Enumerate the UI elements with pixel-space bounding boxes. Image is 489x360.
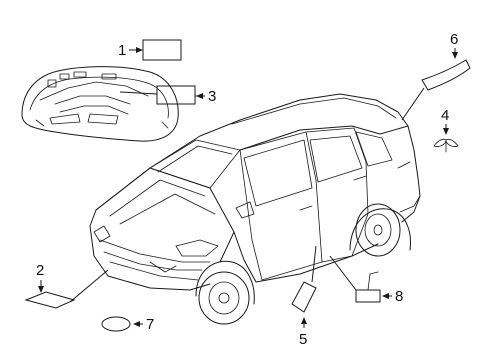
part-8-leader (329, 255, 357, 291)
callout-6-number: 6 (450, 31, 458, 48)
callout-6: 6 (450, 31, 458, 59)
callout-7: 7 (133, 316, 154, 333)
callout-8: 8 (382, 288, 403, 305)
vehicle-illustration (89, 93, 421, 325)
part-2-leader (69, 269, 109, 303)
hood-panel (21, 66, 179, 142)
callout-5: 5 (299, 317, 307, 348)
part-8-label-sheet (355, 271, 381, 303)
part-5-leader (311, 245, 317, 283)
part-2-label-sheet (24, 291, 76, 309)
callout-5-number: 5 (299, 331, 307, 348)
callout-3-number: 3 (208, 88, 216, 105)
part-1-label-sheet (142, 39, 182, 61)
callout-3: 3 (119, 88, 216, 105)
part-3-label-sheet (156, 85, 196, 105)
part-7-oval-label (101, 316, 131, 332)
callout-2-number: 2 (36, 262, 44, 279)
callout-8-number: 8 (395, 288, 403, 305)
callout-4: 4 (441, 107, 449, 135)
callout-7-number: 7 (146, 316, 154, 333)
part-5-label-sheet (291, 281, 317, 313)
callout-4-number: 4 (441, 107, 449, 124)
part-4-emblem (433, 138, 459, 153)
part-6-strip-label (421, 59, 471, 91)
callout-2: 2 (36, 262, 44, 293)
callout-1: 1 (118, 42, 143, 59)
callout-1-number: 1 (118, 42, 126, 59)
part-6-leader (401, 87, 425, 121)
